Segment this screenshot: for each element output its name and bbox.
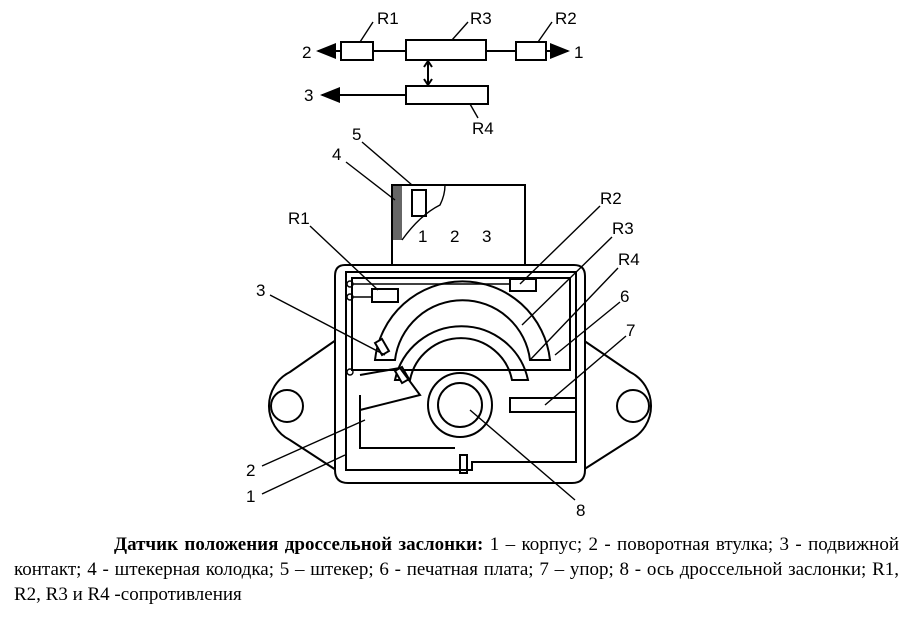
resistor-r2 <box>515 41 547 61</box>
resistor-r1 <box>340 41 374 61</box>
connector-pin-2: 2 <box>450 227 459 246</box>
callout-4: 4 <box>332 145 341 164</box>
callout-r2: R2 <box>600 189 622 208</box>
throttle-shaft <box>427 372 493 438</box>
callout-5: 5 <box>352 125 361 144</box>
callout-7: 7 <box>626 321 635 340</box>
resistor-track-r4 <box>393 325 530 381</box>
resistor-r3 <box>405 39 487 61</box>
caption-title: Датчик положения дроссельной заслонки: <box>114 534 484 555</box>
left-mounting-ear <box>268 339 337 471</box>
label-output-1: 1 <box>574 43 583 62</box>
callouts: 5 4 R1 R2 R3 R4 6 3 7 2 1 8 <box>246 125 640 520</box>
callout-r3: R3 <box>612 219 634 238</box>
board-resistor-r1 <box>371 288 399 303</box>
label-r3: R3 <box>470 9 492 28</box>
callout-2: 2 <box>246 461 255 480</box>
callout-3: 3 <box>256 281 265 300</box>
right-mounting-ear <box>582 339 652 471</box>
connector-pin-1: 1 <box>418 227 427 246</box>
label-r2: R2 <box>555 9 577 28</box>
caption-text: 1 – корпус; 2 - поворотная втулка; 3 - п… <box>14 534 899 605</box>
label-r4: R4 <box>472 119 494 138</box>
callout-r1: R1 <box>288 209 310 228</box>
label-r1: R1 <box>377 9 399 28</box>
stop <box>509 397 577 413</box>
throttle-position-sensor-diagram: R1 R3 R2 R4 2 1 3 1 2 3 <box>246 9 652 520</box>
label-output-2: 2 <box>302 43 311 62</box>
callout-1: 1 <box>246 487 255 506</box>
moving-contact <box>359 366 422 411</box>
connector-pin-3: 3 <box>482 227 491 246</box>
circuit-schematic: R1 R3 R2 R4 2 1 3 <box>302 9 583 138</box>
callout-6: 6 <box>620 287 629 306</box>
rotary-bushing <box>359 395 455 449</box>
board-resistor-r2 <box>509 278 537 292</box>
sensor-body: 1 2 3 <box>268 184 652 484</box>
callout-8: 8 <box>576 501 585 520</box>
callout-r4: R4 <box>618 250 640 269</box>
printed-circuit-board <box>351 277 571 371</box>
figure-caption: Датчик положения дроссельной заслонки: 1… <box>14 532 899 607</box>
label-output-3: 3 <box>304 86 313 105</box>
resistor-track-r3 <box>373 280 552 361</box>
resistor-r4 <box>405 85 489 105</box>
